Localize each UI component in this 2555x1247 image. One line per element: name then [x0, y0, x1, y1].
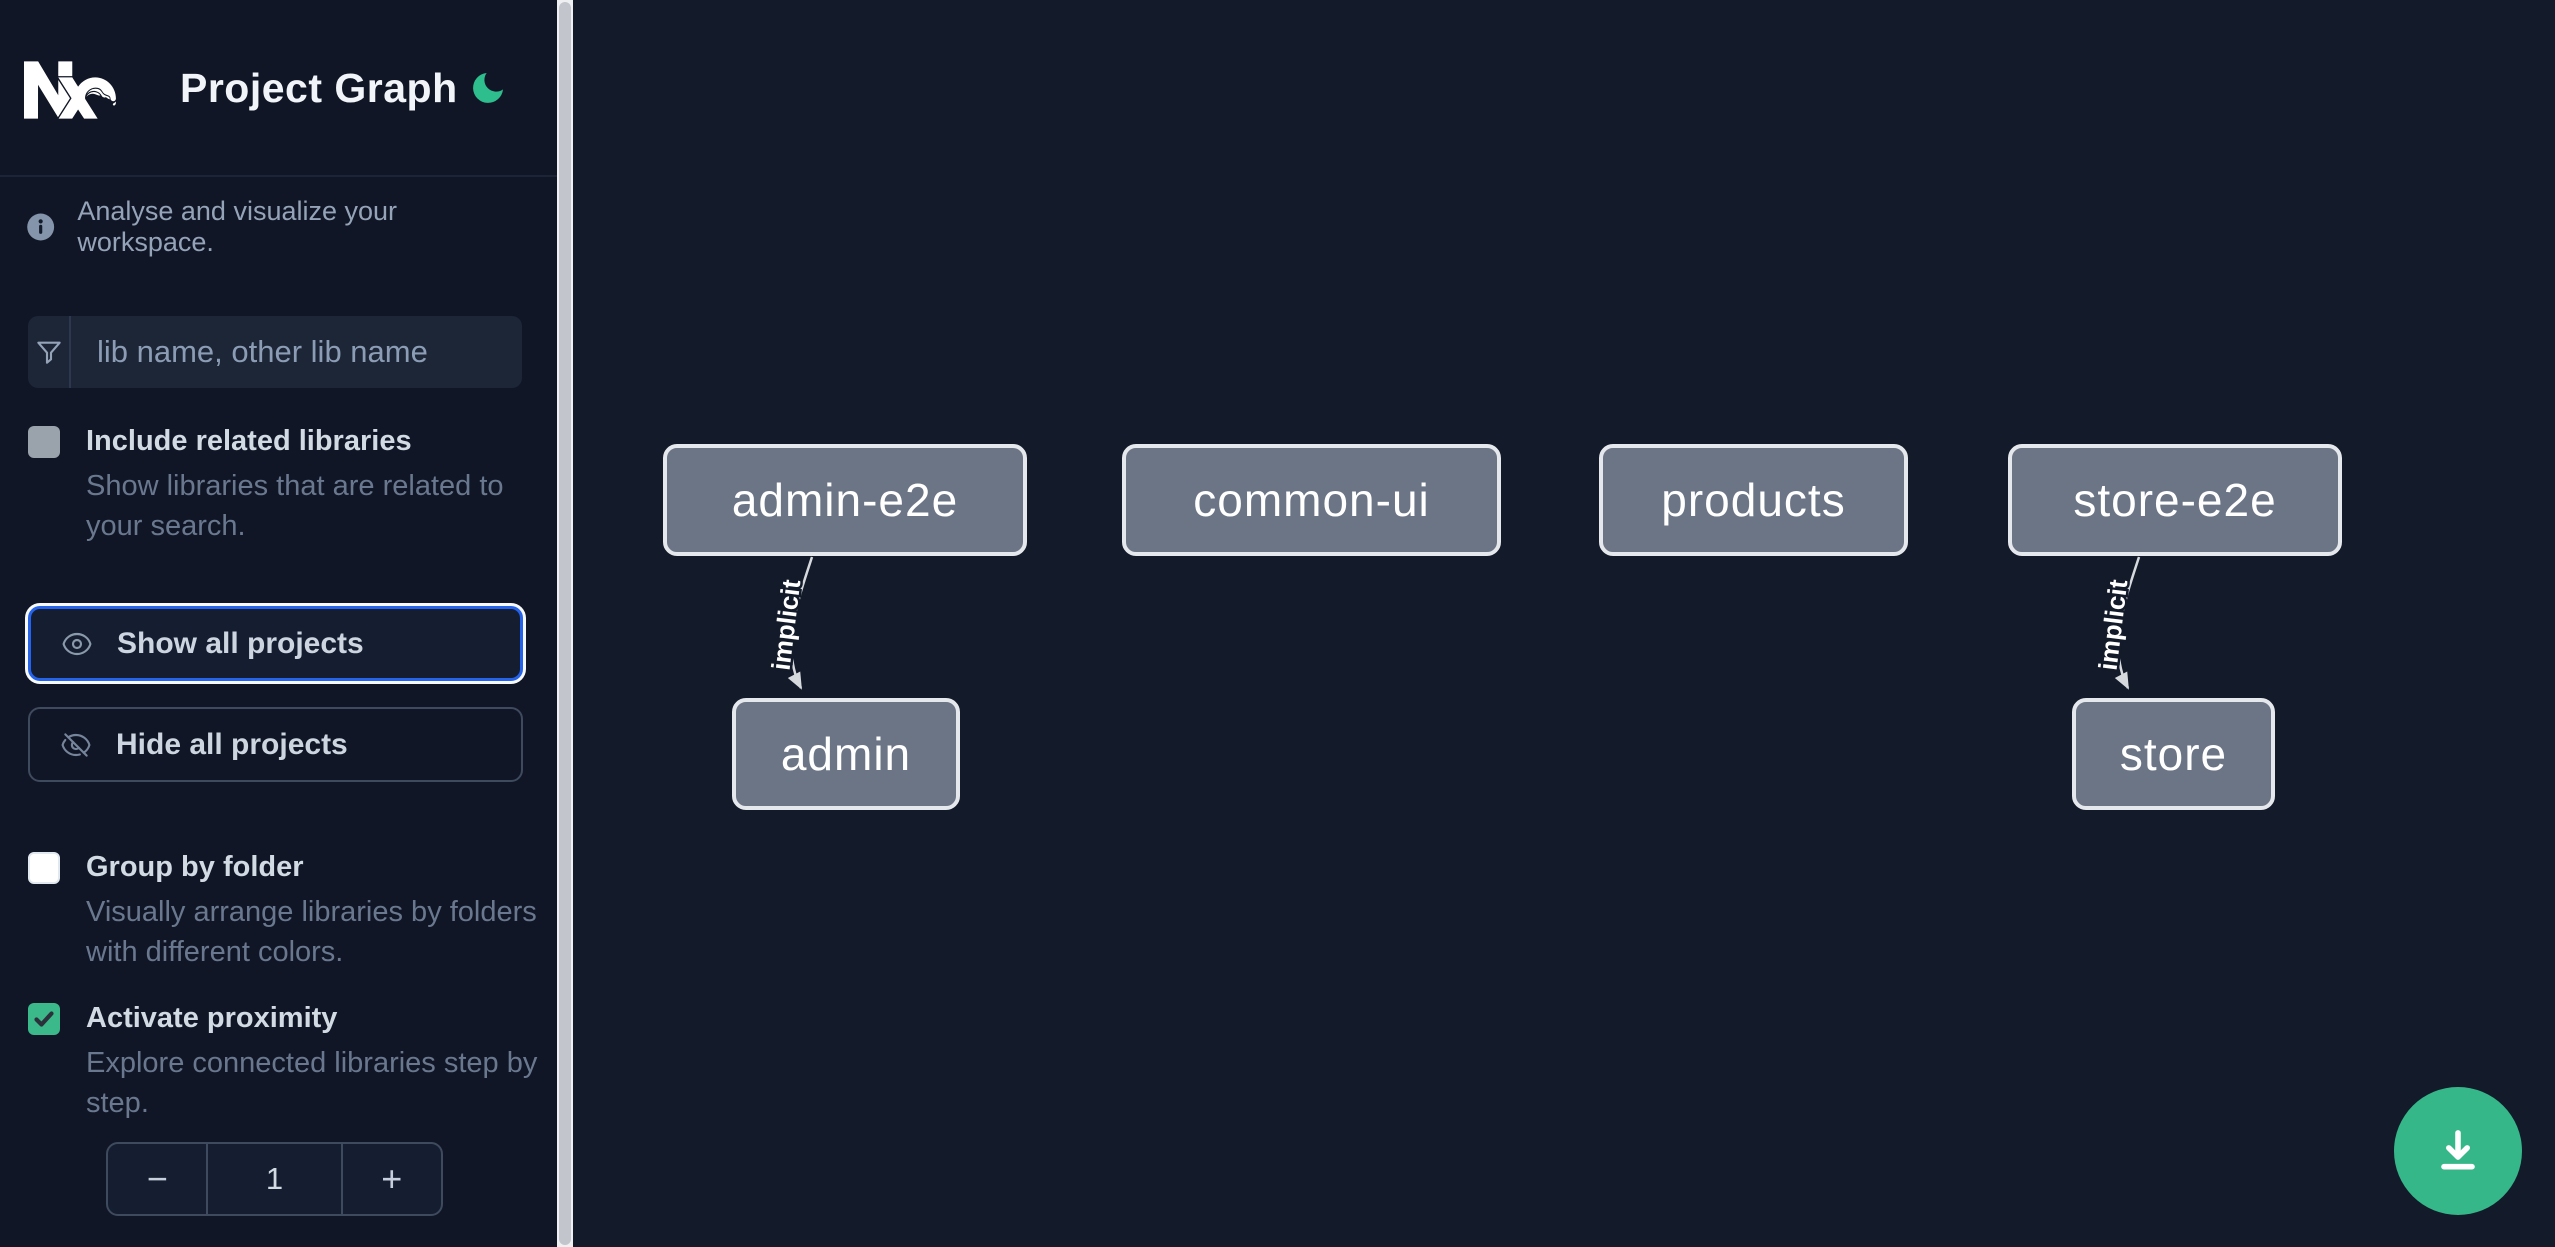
show-all-projects-label: Show all projects: [117, 626, 364, 660]
info-text: Analyse and visualize your workspace.: [77, 196, 398, 257]
edge-store-e2e-store: [2114, 556, 2141, 690]
search-input[interactable]: [71, 316, 522, 388]
group-by-folder-checkbox[interactable]: [28, 852, 60, 884]
graph-node-admin-e2e[interactable]: admin-e2e: [663, 444, 1027, 556]
info-row: Analyse and visualize your workspace.: [26, 196, 531, 258]
eye-slash-icon: [61, 732, 91, 757]
graph-node-common-ui[interactable]: common-ui: [1122, 444, 1501, 556]
graph-edges: implicit implicit: [763, 556, 2141, 690]
sidebar-scrollbar[interactable]: [557, 0, 573, 1247]
sidebar: Project Graph Analyse and visualize your…: [0, 0, 557, 1247]
hide-all-projects-button[interactable]: Hide all projects: [28, 707, 523, 782]
option-label: Include related libraries: [86, 425, 412, 457]
sidebar-header: Project Graph: [0, 0, 557, 177]
option-label: Activate proximity: [86, 1002, 338, 1034]
increment-button[interactable]: +: [343, 1144, 441, 1214]
graph-canvas[interactable]: implicit implicit admin-e2e common-ui pr…: [573, 0, 2555, 1247]
scrollbar-thumb[interactable]: [559, 2, 571, 1245]
moon-icon: [473, 73, 503, 103]
filter-icon: [28, 316, 71, 388]
download-icon: [2441, 1130, 2475, 1170]
edge-label: implicit: [2093, 578, 2134, 672]
option-include-related: Include related libraries Show libraries…: [28, 424, 538, 546]
option-activate-proximity: Activate proximity Explore connected lib…: [28, 1001, 538, 1123]
include-related-checkbox[interactable]: [28, 426, 60, 458]
hide-all-projects-label: Hide all projects: [116, 727, 348, 761]
search-box: [28, 316, 522, 388]
graph-node-store-e2e[interactable]: store-e2e: [2008, 444, 2342, 556]
download-image-button[interactable]: [2394, 1087, 2522, 1215]
check-icon: [34, 1011, 54, 1027]
eye-icon: [62, 632, 92, 655]
edge-label: implicit: [766, 578, 807, 672]
info-icon: [27, 213, 55, 241]
graph-node-products[interactable]: products: [1599, 444, 1908, 556]
option-group-by-folder: Group by folder Visually arrange librari…: [28, 850, 538, 972]
option-description: Visually arrange libraries by folders wi…: [86, 896, 537, 968]
page-title: Project Graph: [180, 65, 458, 111]
theme-toggle-button[interactable]: [468, 68, 508, 108]
edge-admin-e2e-admin: [787, 556, 814, 690]
graph-node-store[interactable]: store: [2072, 698, 2275, 810]
option-label: Group by folder: [86, 851, 304, 883]
show-all-projects-button[interactable]: Show all projects: [28, 606, 523, 681]
proximity-depth-value: 1: [206, 1144, 343, 1214]
option-description: Explore connected libraries step by step…: [86, 1047, 538, 1119]
decrement-button[interactable]: −: [108, 1144, 206, 1214]
graph-node-admin[interactable]: admin: [732, 698, 960, 810]
option-description: Show libraries that are related to your …: [86, 470, 504, 542]
proximity-depth-stepper: − 1 +: [106, 1142, 443, 1216]
activate-proximity-checkbox[interactable]: [28, 1003, 60, 1035]
nx-logo: [24, 61, 116, 119]
